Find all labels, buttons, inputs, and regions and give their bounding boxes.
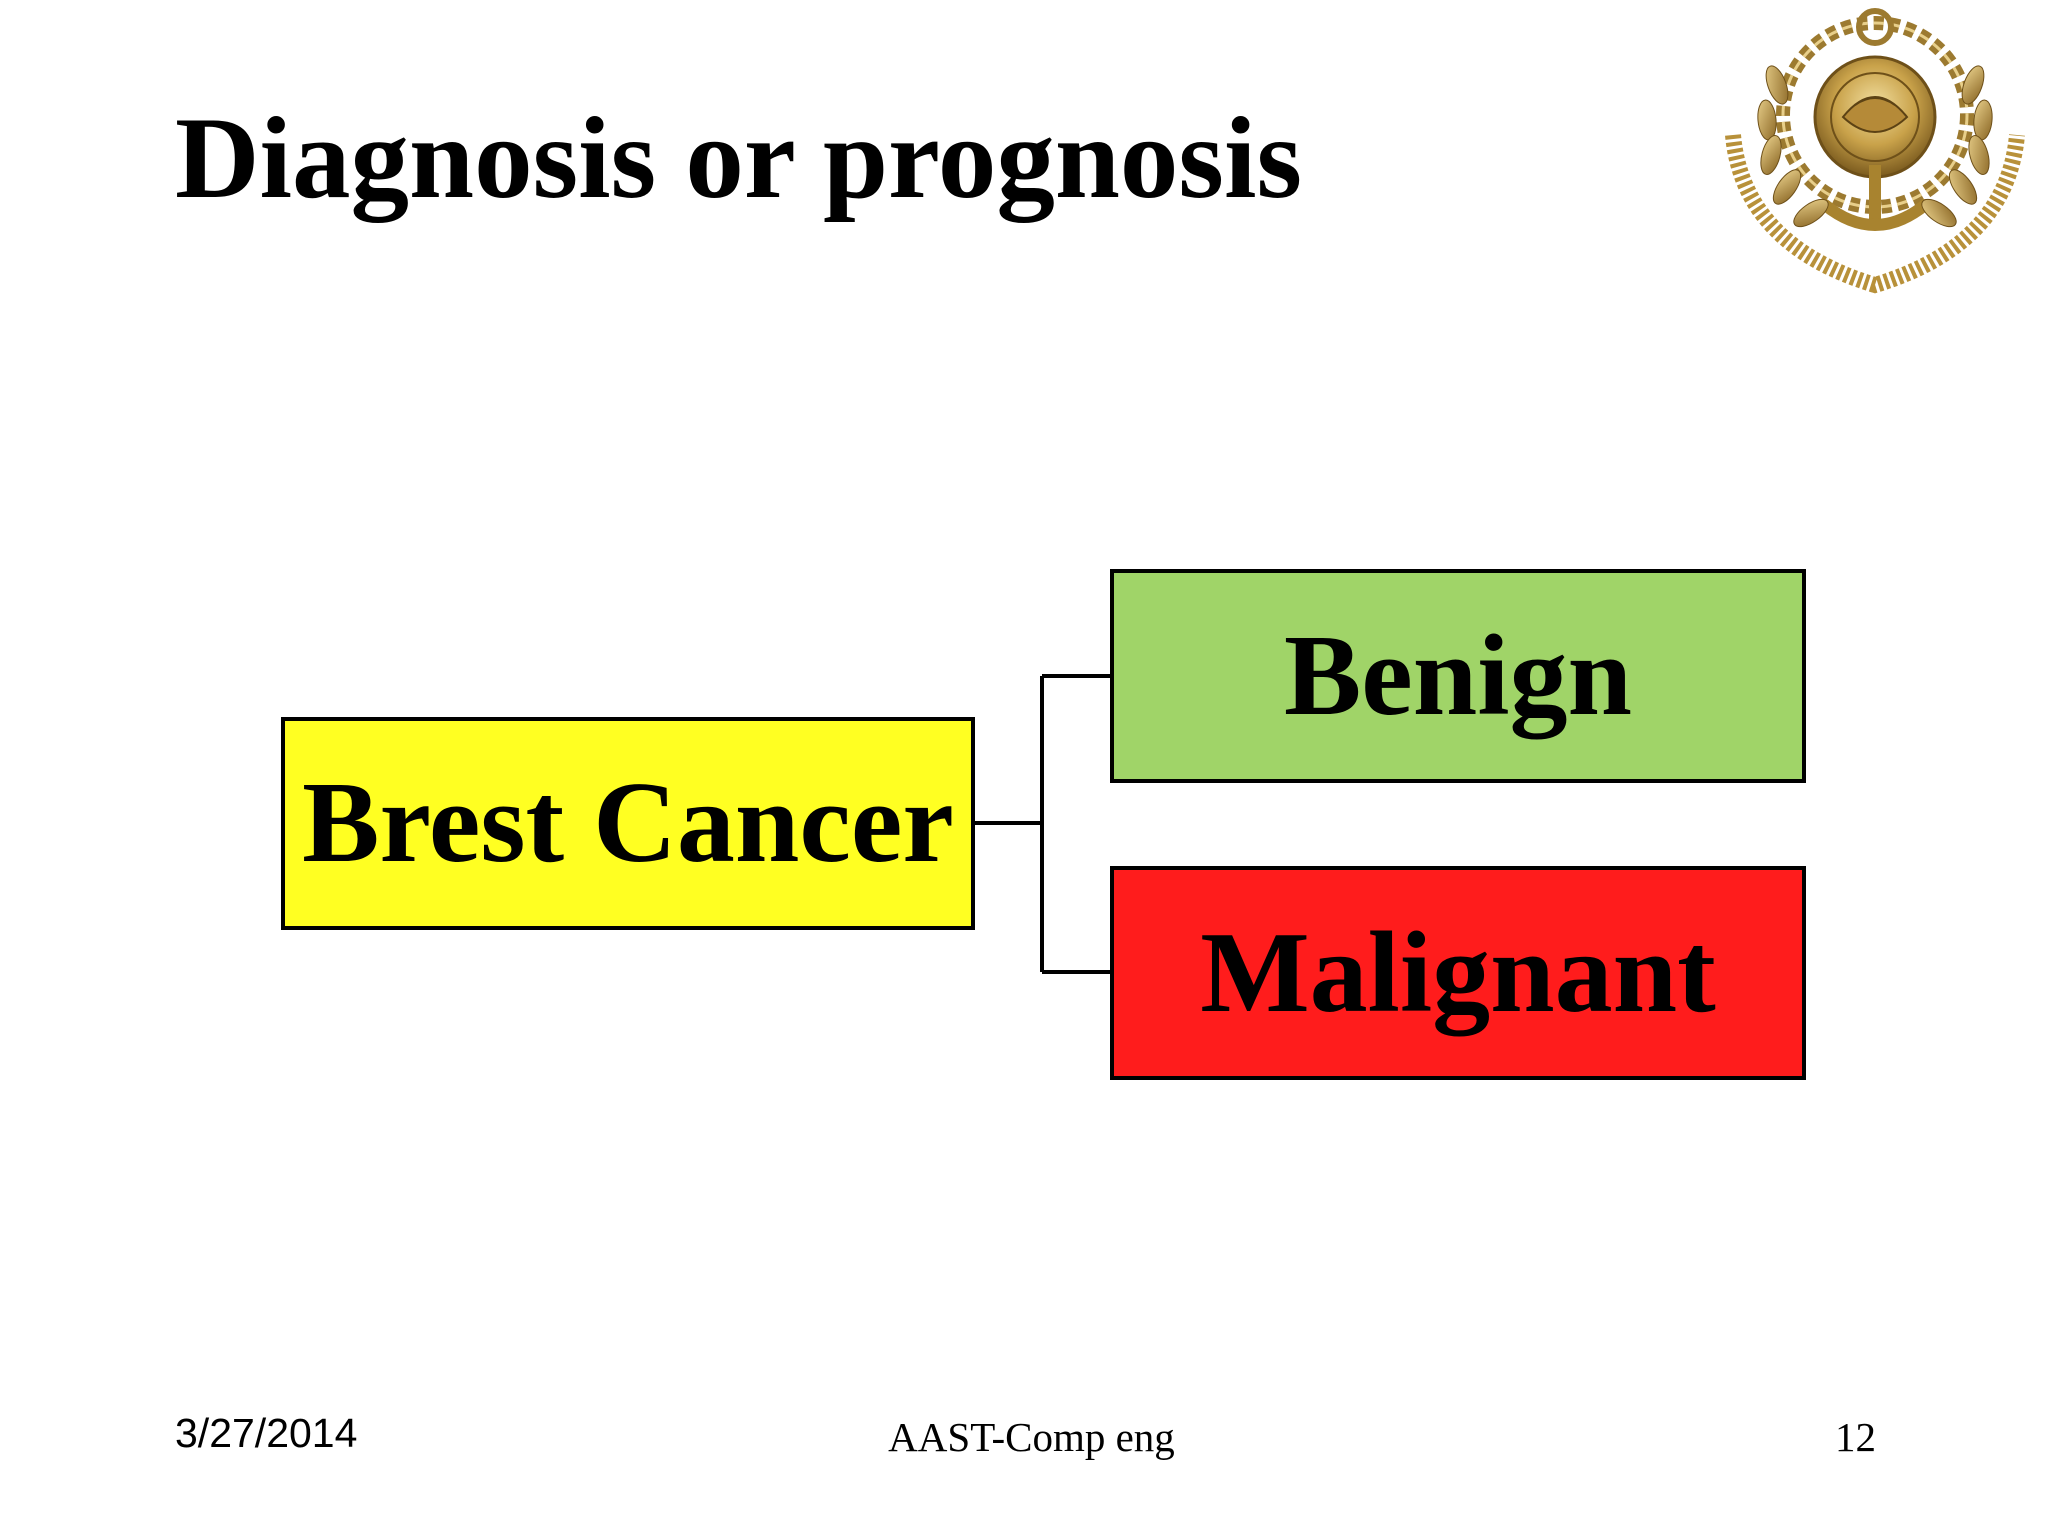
brest-cancer-label: Brest Cancer — [302, 759, 954, 887]
malignant-label: Malignant — [1200, 908, 1716, 1037]
footer-date: 3/27/2014 — [175, 1410, 358, 1456]
benign-node: Benign — [1110, 569, 1806, 783]
page-number: 12 — [1835, 1414, 1876, 1460]
slide-title: Diagnosis or prognosis — [175, 94, 1302, 223]
malignant-node: Malignant — [1110, 866, 1806, 1080]
benign-label: Benign — [1283, 611, 1633, 740]
footer-center-text: AAST-Comp eng — [888, 1414, 1175, 1460]
university-seal-icon — [1725, 8, 2025, 294]
brest-cancer-node: Brest Cancer — [281, 717, 975, 930]
